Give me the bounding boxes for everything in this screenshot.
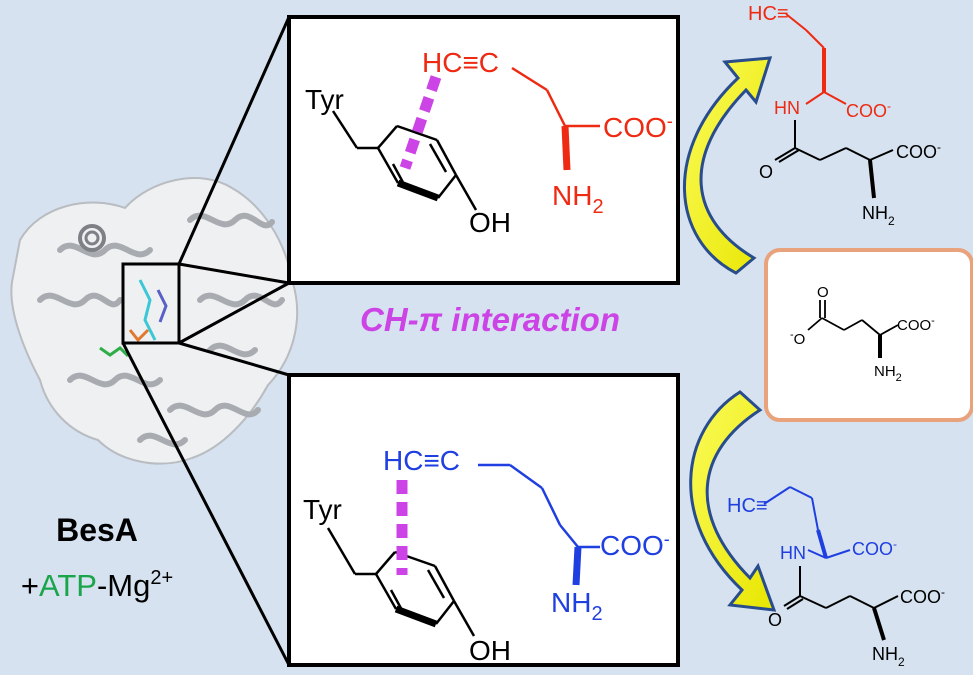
tyrosine-ring-bottom [326, 527, 476, 637]
product-top-oxygen: O [759, 162, 773, 182]
product-top-hn: HN [774, 98, 800, 118]
protein-structure-image [10, 177, 299, 465]
product-bottom-hn: HN [780, 543, 806, 563]
product-bottom-main-carboxylate: COO- [900, 585, 945, 607]
glutamate-top-oxygen: O [817, 284, 829, 301]
tyr-label-top: Tyr [305, 84, 344, 115]
oh-label-bottom: OH [469, 635, 511, 666]
glutamate-frame [764, 248, 973, 422]
top-panel: Tyr OH HC≡C COO- NH2 [287, 15, 680, 285]
interaction-label: CH-π interaction [360, 301, 620, 338]
product-top-black-bonds [774, 120, 894, 199]
bottom-panel-frame [287, 373, 680, 667]
glutamate-amine: NH2 [874, 363, 902, 384]
upper-reaction-arrow [683, 56, 773, 275]
ligand-blue [156, 289, 168, 323]
carboxylate-label-top: COO- [603, 111, 673, 143]
product-bottom-blue-bonds [763, 486, 851, 559]
product-top-side-carboxylate: COO- [846, 99, 891, 121]
product-bottom-black-bonds [783, 566, 899, 641]
product-top-red-bonds [785, 13, 847, 105]
product-top-alkyne: HC≡ [748, 3, 789, 25]
product-bottom-oxygen: O [768, 610, 782, 630]
ligand-cyan [138, 279, 157, 341]
product-bottom: HC≡ HN COO- O COO- NH2 [727, 486, 945, 669]
ch-pi-contact-top [399, 75, 442, 170]
zoom-box [121, 262, 181, 345]
amine-label-top: NH2 [552, 180, 604, 218]
glutamate-bonds [807, 300, 899, 358]
alkyne-label-bottom: HC≡C [383, 445, 460, 476]
substrate-chain-bottom [478, 463, 600, 586]
product-top-main-carboxylate: COO- [896, 140, 941, 162]
glutamate-carboxylate: COO- [897, 315, 935, 334]
protein-coil [78, 224, 106, 252]
lower-reaction-arrow [689, 390, 777, 612]
top-panel-frame [287, 15, 680, 285]
protein-helices [37, 212, 285, 448]
tyr-label-bottom: Tyr [303, 494, 342, 525]
product-bottom-alkyne: HC≡ [727, 495, 768, 517]
cofactor-label: +ATP-Mg2+ [21, 567, 173, 603]
amine-label-bottom: NH2 [551, 587, 603, 625]
product-bottom-side-carboxylate: COO- [852, 537, 897, 559]
ligand-orange [128, 328, 150, 343]
glutamate-left-oxygen: -O [790, 329, 805, 348]
zoom-lines [121, 16, 291, 666]
tyrosine-ring-top [331, 110, 478, 211]
ligand-atp [99, 346, 130, 358]
product-bottom-amine: NH2 [872, 644, 905, 669]
product-top: HC≡ HN COO- O COO- NH2 [748, 3, 941, 228]
bottom-panel: Tyr OH HC≡C COO- NH2 [287, 373, 680, 667]
substrate-chain-top [511, 66, 600, 171]
product-top-amine: NH2 [862, 203, 895, 228]
oh-label-top: OH [469, 207, 511, 238]
alkyne-label-top: HC≡C [422, 47, 499, 78]
carboxylate-label-bottom: COO- [600, 529, 670, 561]
glutamate-box: O -O COO- NH2 [764, 248, 973, 422]
enzyme-name: BesA [56, 512, 138, 548]
